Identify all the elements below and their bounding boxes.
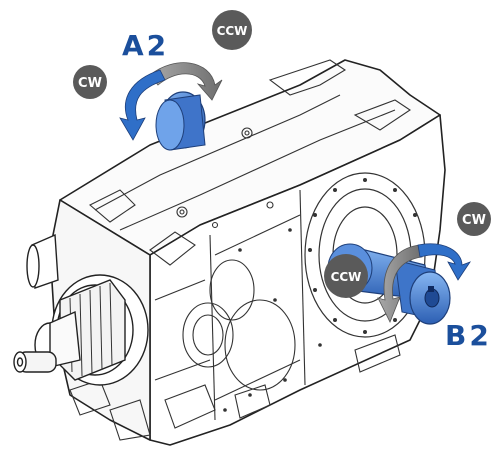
cw-arrow-icon [119, 69, 166, 141]
ccw-arrow-icon [377, 244, 423, 323]
ccw-arrow-icon [149, 62, 223, 101]
b2-cw-badge: CW [457, 202, 491, 236]
b2-rotation-arrows [377, 243, 472, 323]
a2-cw-text: CW [78, 76, 102, 91]
a2-cw-badge: CW [73, 65, 107, 99]
shaft-b2-label: B2 [445, 319, 492, 352]
housing-top-details [89, 59, 411, 266]
b2-ccw-badge: CCW [324, 254, 368, 298]
a2-ccw-text: CCW [217, 24, 248, 38]
shaft-a2-label: A2 [122, 29, 169, 62]
housing-front-details [69, 189, 401, 441]
b2-ccw-text: CCW [331, 270, 362, 284]
input-shaft-assembly [13, 233, 149, 386]
cw-arrow-icon [417, 243, 472, 281]
b2-cw-text: CW [462, 213, 486, 228]
shaft-a2 [155, 91, 206, 151]
a2-rotation-arrows [119, 62, 223, 141]
a2-ccw-badge: CCW [212, 10, 252, 50]
